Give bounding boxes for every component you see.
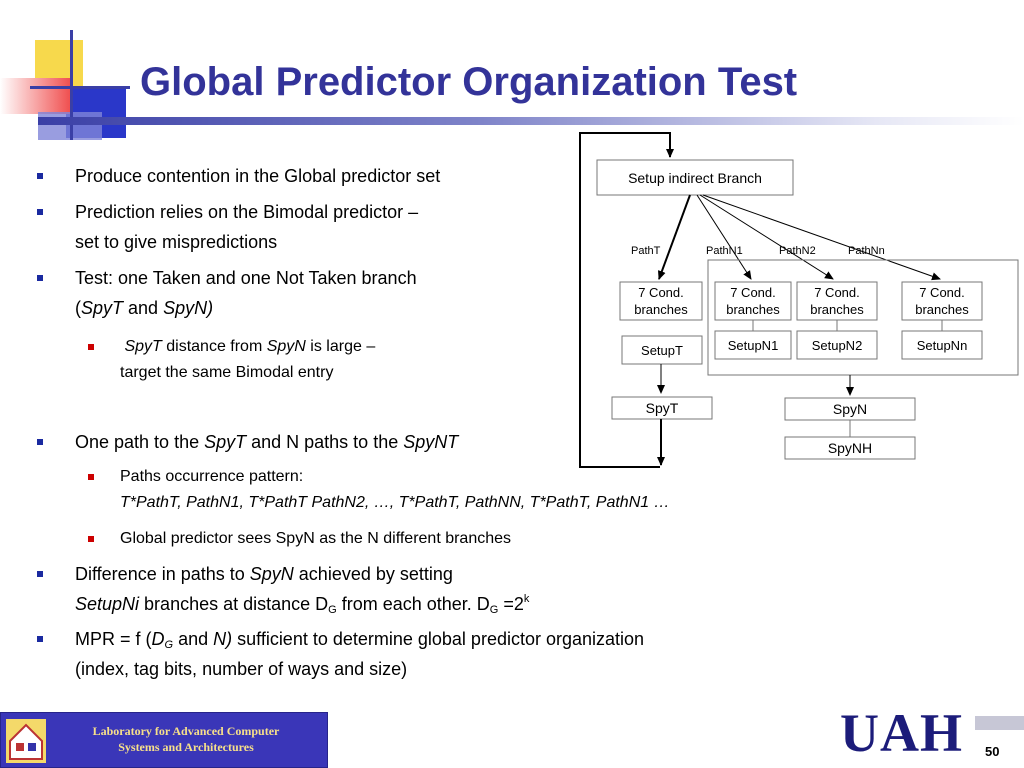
bullet-text: SetupNi branches at distance DG from eac… xyxy=(75,593,530,616)
svg-text:SpyN: SpyN xyxy=(833,401,867,417)
bullet-text: (index, tag bits, number of ways and siz… xyxy=(75,659,408,679)
spyt-box: SpyT xyxy=(611,396,713,420)
svg-text:7 Cond.: 7 Cond. xyxy=(919,285,965,300)
lab-name-line: Laboratory for Advanced Computer xyxy=(92,724,280,738)
spyn-box: SpyN xyxy=(784,397,916,421)
bullet-item: Test: one Taken and one Not Taken branch… xyxy=(37,263,417,323)
bullet-item: Prediction relies on the Bimodal predict… xyxy=(37,197,419,257)
cond-branches-box-n1: 7 Cond. branches xyxy=(714,281,792,321)
bullet-item: Difference in paths to SpyN achieved by … xyxy=(37,559,530,619)
setup-nn-box: SetupNn xyxy=(901,330,983,360)
bullet-marker xyxy=(37,636,43,642)
svg-text:branches: branches xyxy=(726,302,780,317)
bullet-text: target the same Bimodal entry xyxy=(120,364,334,381)
uah-logo: UAH xyxy=(840,703,963,763)
svg-text:SetupN2: SetupN2 xyxy=(812,338,863,353)
lab-name: Laboratory for Advanced Computer Systems… xyxy=(51,723,321,755)
path-arrow xyxy=(658,194,691,280)
cond-branches-box-nn: 7 Cond. branches xyxy=(901,281,983,321)
setup-indirect-branch-box: Setup indirect Branch xyxy=(596,159,794,196)
setup-indirect-branch-label: Setup indirect Branch xyxy=(628,170,762,186)
bullet-marker xyxy=(37,275,43,281)
bullet-text: (SpyT and SpyN) xyxy=(75,298,214,318)
bullet-item: One path to the SpyT and N paths to the … xyxy=(37,427,459,457)
lab-logo-banner: Laboratory for Advanced Computer Systems… xyxy=(0,712,328,768)
loop-line xyxy=(579,132,674,468)
svg-text:7 Cond.: 7 Cond. xyxy=(730,285,776,300)
path-label: PathNn xyxy=(848,245,885,257)
bullet-text: Paths occurrence pattern: xyxy=(120,468,304,485)
sub-bullet-marker xyxy=(88,474,94,480)
cond-branches-box-t: 7 Cond. branches xyxy=(619,281,703,321)
bullet-text: Produce contention in the Global predict… xyxy=(75,166,441,186)
bullet-text: set to give mispredictions xyxy=(75,232,278,252)
svg-text:SetupN1: SetupN1 xyxy=(728,338,779,353)
sub-bullet-marker xyxy=(88,344,94,350)
setup-n1-box: SetupN1 xyxy=(714,330,792,360)
bullet-text: SpyT distance from SpyN is large – xyxy=(124,338,376,355)
uah-logo-stripe xyxy=(975,716,1024,730)
sub-bullet-item: Paths occurrence pattern: T*PathT, PathN… xyxy=(88,464,670,516)
n-group-outline xyxy=(707,259,1019,376)
bullet-text: Prediction relies on the Bimodal predict… xyxy=(75,202,419,222)
cond-branches-box-n2: 7 Cond. branches xyxy=(796,281,878,321)
svg-text:branches: branches xyxy=(810,302,864,317)
path-arrow xyxy=(699,194,834,280)
page-number: 50 xyxy=(985,744,1000,759)
bullet-text: One path to the SpyT and N paths to the … xyxy=(75,432,459,452)
corner-decoration xyxy=(0,0,140,150)
sub-bullet-item: Global predictor sees SpyN as the N diff… xyxy=(88,526,512,552)
bullet-marker xyxy=(37,571,43,577)
bullet-text: Global predictor sees SpyN as the N diff… xyxy=(120,530,512,547)
svg-text:branches: branches xyxy=(915,302,969,317)
bullet-text: MPR = f (DG and N) sufficient to determi… xyxy=(75,629,645,651)
lab-house-icon xyxy=(6,719,46,763)
svg-text:7 Cond.: 7 Cond. xyxy=(638,285,684,300)
path-label: PathT xyxy=(631,245,661,257)
bullet-text: Difference in paths to SpyN achieved by … xyxy=(75,564,453,584)
spynh-box: SpyNH xyxy=(784,436,916,460)
bullet-marker xyxy=(37,439,43,445)
bullet-item: Produce contention in the Global predict… xyxy=(37,161,441,191)
svg-text:SpyT: SpyT xyxy=(646,400,679,416)
bullet-text: Test: one Taken and one Not Taken branch xyxy=(75,268,417,288)
bullet-item: MPR = f (DG and N) sufficient to determi… xyxy=(37,624,645,684)
path-label: PathN2 xyxy=(779,245,816,257)
svg-text:SetupT: SetupT xyxy=(641,343,683,358)
svg-text:SetupNn: SetupNn xyxy=(917,338,968,353)
bullet-text: T*PathT, PathN1, T*PathT PathN2, …, T*Pa… xyxy=(120,494,670,511)
path-arrow xyxy=(702,194,941,281)
svg-text:SpyNH: SpyNH xyxy=(828,440,872,456)
bullet-marker xyxy=(37,209,43,215)
title-rule xyxy=(38,117,1024,125)
page-title: Global Predictor Organization Test xyxy=(140,60,798,104)
bullet-marker xyxy=(37,173,43,179)
svg-text:7 Cond.: 7 Cond. xyxy=(814,285,860,300)
setup-t-box: SetupT xyxy=(621,335,703,365)
lab-name-line: Systems and Architectures xyxy=(118,740,254,754)
sub-bullet-marker xyxy=(88,536,94,542)
branch-diagram: Setup indirect Branch PathT PathN1 PathN… xyxy=(579,132,1019,468)
setup-n2-box: SetupN2 xyxy=(796,330,878,360)
path-arrow xyxy=(696,194,752,280)
svg-text:branches: branches xyxy=(634,302,688,317)
path-label: PathN1 xyxy=(706,245,743,257)
sub-bullet-item: SpyT distance from SpyN is large – targe… xyxy=(88,334,376,386)
